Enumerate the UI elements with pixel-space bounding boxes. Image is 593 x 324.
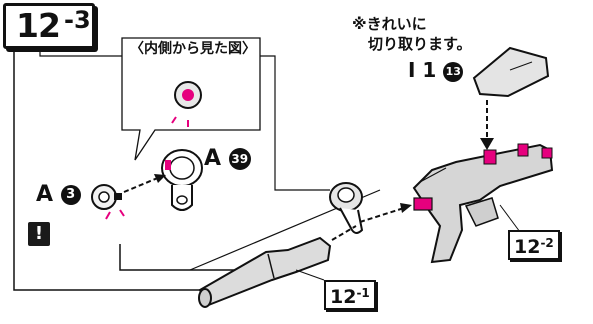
part-code-number: 13	[443, 61, 464, 82]
inset-title: 〈内側から見た図〉	[130, 41, 256, 57]
cut-note-line1: ※きれいに	[352, 15, 427, 33]
part-label-12-1: 12-1	[324, 280, 376, 310]
label-a39-letter: A	[204, 146, 222, 171]
step-sub-number: -3	[64, 6, 91, 34]
part-label-12-2: 12-2	[508, 230, 560, 260]
part-code-prefix: I 1	[408, 58, 437, 82]
part-code-i13: I 1 13	[408, 58, 464, 82]
warning-icon: !	[28, 222, 50, 246]
step-number: 12	[16, 6, 61, 45]
barrel-part	[198, 236, 332, 308]
label-a3-number: 3	[60, 185, 81, 205]
part-label-12-2-main: 12	[514, 236, 541, 258]
scope-part	[472, 46, 550, 98]
dash-arrow-1	[123, 176, 161, 193]
label-a39: A 39	[204, 146, 251, 171]
part-label-12-1-main: 12	[330, 286, 357, 308]
label-a3-letter: A	[36, 182, 54, 207]
gun-body-part	[412, 143, 554, 264]
mount-ring-part	[329, 182, 364, 234]
label-a39-number: 39	[228, 148, 251, 170]
part-label-12-1-sub: -1	[356, 286, 370, 300]
cut-note-line2: 切り取ります。	[368, 35, 472, 53]
step-number-box: 12 -3	[3, 3, 95, 49]
callout-lines	[39, 48, 330, 191]
small-part-a3	[91, 184, 122, 210]
ring-part-a39	[161, 149, 203, 211]
cut-note: ※きれいに 切り取ります。	[352, 14, 472, 54]
label-a3: A 3	[36, 182, 81, 207]
part-label-12-2-sub: -2	[540, 236, 554, 250]
